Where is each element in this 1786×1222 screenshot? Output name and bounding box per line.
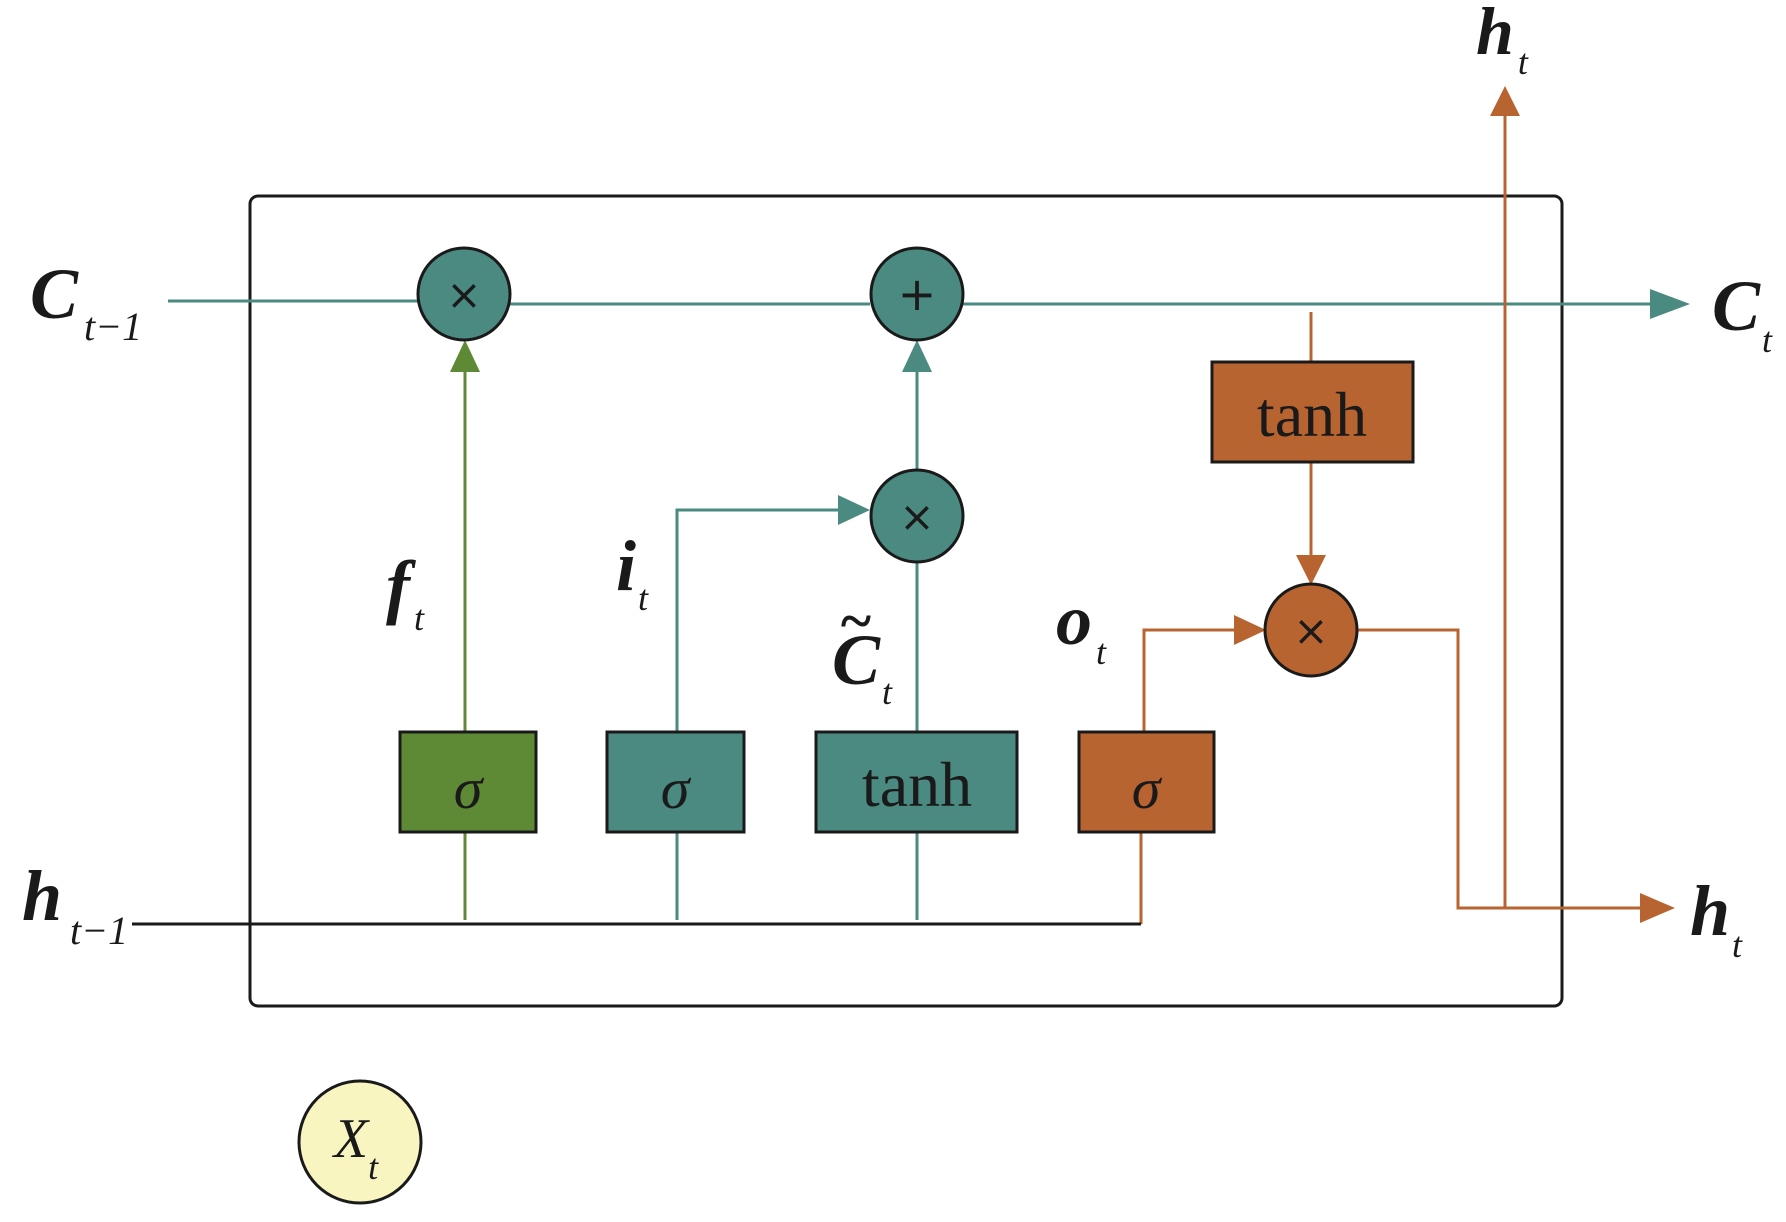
c-candidate-label: ~ Ct [832,588,893,712]
forget-sigma-box: σ [398,730,538,834]
forget-multiply-symbol: × [446,270,481,319]
hidden-top-arrow [1490,86,1520,116]
svg-text:Ct: Ct [832,620,893,712]
output-multiply-symbol: × [1293,606,1328,655]
candidate-tanh-box: tanh [814,730,1019,834]
teal-arrowheads [838,289,1690,525]
hidden-out-line [1357,628,1640,910]
c-candidate-tilde: ~ [841,588,871,653]
x-input-node: Xt [297,1079,423,1205]
input-gate-line [675,508,840,732]
input-sigma-label: σ [661,756,692,821]
input-gate-arrow [838,495,870,525]
orange-arrowheads [1234,86,1675,923]
forget-gate-arrow [450,340,480,372]
hidden-out-arrow [1640,893,1675,923]
x-input-label: Xt [332,1108,379,1187]
tanh-to-multiply-arrow [1296,555,1326,585]
output-sigma-box: σ [1077,730,1216,834]
candidate-up-arrow [902,340,932,372]
h-out-right-label: ht [1690,871,1743,965]
output-gate-arrow [1234,615,1266,645]
output-multiply-node: × [1263,582,1359,678]
forget-sigma-label: σ [454,756,485,821]
input-sigma-box: σ [605,730,746,834]
output-gate-line [1142,628,1236,732]
forget-multiply-node: × [416,246,512,342]
cell-tanh-label: tanh [1257,379,1367,450]
candidate-tanh-label: tanh [862,749,972,820]
input-multiply-node: × [869,468,965,564]
i-gate-label: it [616,526,649,618]
output-sigma-label: σ [1132,756,1163,821]
orange-lines [1139,114,1640,924]
cell-add-symbol: + [898,267,937,321]
c-out-label: Ct [1712,266,1773,360]
cell-tanh-box: tanh [1210,360,1415,464]
cell-boundary [248,194,1564,1008]
cell-add-node: + [869,246,965,342]
input-multiply-symbol: × [899,492,934,541]
teal-lines [168,299,1650,920]
cell-state-out-arrow [1650,289,1690,319]
